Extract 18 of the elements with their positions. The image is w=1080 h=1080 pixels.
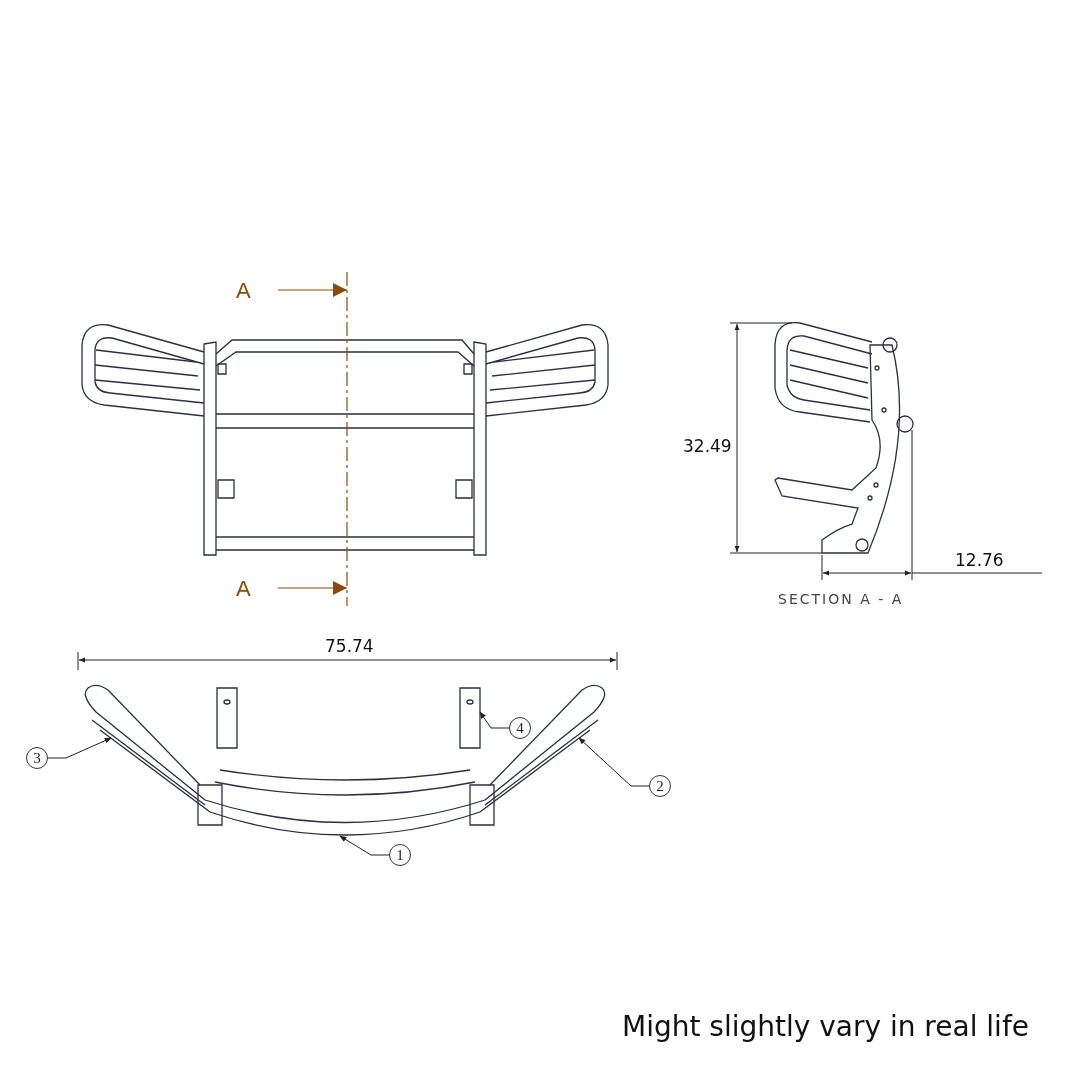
section-letter: A <box>236 280 251 302</box>
note-text: Might slightly vary in real life <box>622 1013 1029 1041</box>
dimension-value: 75.74 <box>325 638 374 655</box>
mounting-bracket <box>459 687 481 749</box>
wing-tube <box>84 684 211 813</box>
callout-number: 1 <box>389 844 411 866</box>
dimension-value: 12.76 <box>955 552 1004 569</box>
callout-number: 3 <box>26 747 48 769</box>
leader-line <box>578 737 650 787</box>
bumper-tube <box>197 769 495 836</box>
wing-tube <box>479 684 606 813</box>
leader-line <box>339 835 390 856</box>
callout-number: 2 <box>649 775 671 797</box>
view-caption: SECTION A - A <box>778 592 904 606</box>
leader-line <box>47 737 112 759</box>
dimension-value: 32.49 <box>683 438 732 455</box>
leader-line <box>479 711 510 729</box>
section-letter: A <box>236 578 251 600</box>
